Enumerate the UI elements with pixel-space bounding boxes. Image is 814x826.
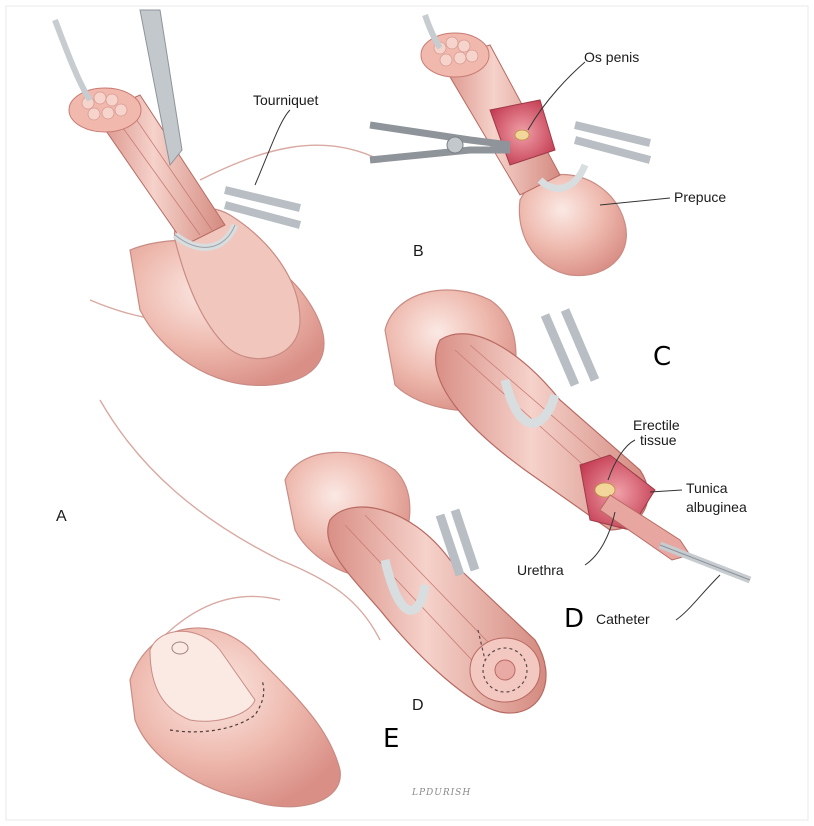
panel-label-b: B bbox=[413, 243, 424, 261]
panel-d-drawing bbox=[285, 452, 546, 713]
panel-e-drawing bbox=[130, 628, 340, 807]
label-prepuce: Prepuce bbox=[674, 190, 726, 205]
panel-a-drawing bbox=[55, 10, 324, 385]
label-erectile-line2: tissue bbox=[640, 433, 677, 448]
label-catheter: Catheter bbox=[596, 612, 650, 627]
panel-label-d-small: D bbox=[412, 697, 424, 715]
label-urethra: Urethra bbox=[517, 563, 564, 578]
label-tunica-line1: Tunica bbox=[686, 481, 728, 496]
artist-signature: LPDURISH bbox=[412, 788, 471, 798]
label-tunica-line2: albuginea bbox=[686, 500, 747, 515]
overlay-letter-c: C bbox=[653, 342, 671, 372]
overlay-letter-e: E bbox=[383, 724, 399, 754]
label-erectile-line1: Erectile bbox=[633, 418, 680, 433]
label-tourniquet: Tourniquet bbox=[253, 93, 318, 108]
label-os-penis: Os penis bbox=[584, 50, 639, 65]
overlay-letter-d: D bbox=[564, 604, 584, 634]
panel-label-a: A bbox=[56, 508, 67, 526]
